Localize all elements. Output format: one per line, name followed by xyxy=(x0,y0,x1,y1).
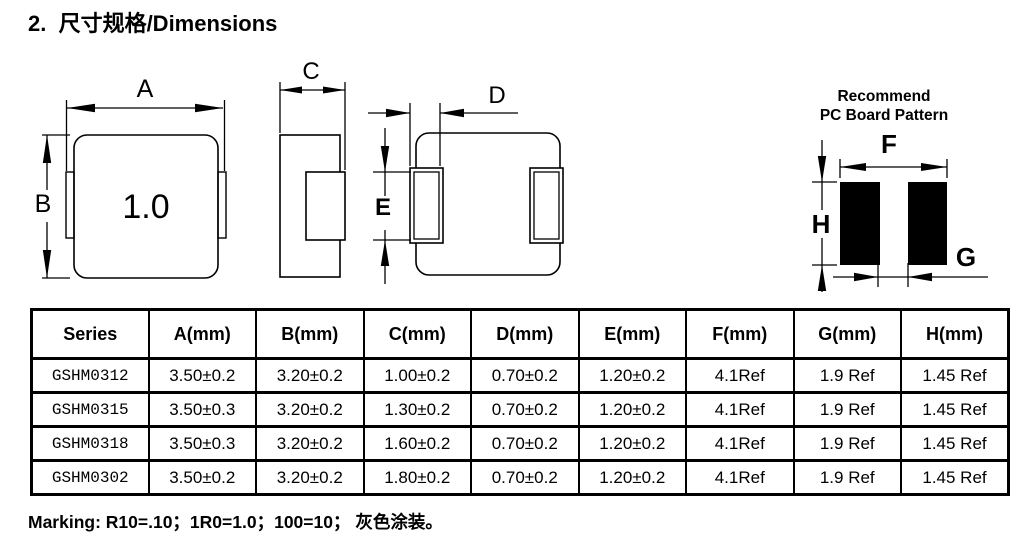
dim-f-cell: 4.1Ref xyxy=(685,425,795,462)
dim-d-cell: 0.70±0.2 xyxy=(470,357,580,394)
dim-e-cell: 1.20±0.2 xyxy=(577,391,687,428)
dim-h-cell: 1.45 Ref xyxy=(900,459,1010,496)
dim-h-cell: 1.45 Ref xyxy=(900,425,1010,462)
col-header-b: B(mm) xyxy=(255,308,365,360)
left-pad-inner-outline xyxy=(413,171,440,240)
dim-c-cell: 1.00±0.2 xyxy=(362,357,472,394)
col-header-d: D(mm) xyxy=(470,308,580,360)
table-row: GSHM0302 3.50±0.2 3.20±0.2 1.80±0.2 0.70… xyxy=(30,459,1010,496)
side-terminal xyxy=(305,171,346,241)
marking-note: Marking: R10=.10；1R0=1.0；100=10； 灰色涂装。 xyxy=(28,512,443,532)
dim-b-cell: 3.20±0.2 xyxy=(255,391,365,428)
dim-label-e: E xyxy=(375,194,391,221)
dim-g-cell: 1.9 Ref xyxy=(792,459,902,496)
dim-label-c: C xyxy=(302,58,319,85)
dim-g-cell: 1.9 Ref xyxy=(792,425,902,462)
series-cell: GSHM0315 xyxy=(30,391,150,428)
col-header-f: F(mm) xyxy=(685,308,795,360)
pcb-pattern-drawing: Recommend PC Board Pattern F xyxy=(812,88,988,292)
series-cell: GSHM0312 xyxy=(30,357,150,394)
dim-f-cell: 4.1Ref xyxy=(685,357,795,394)
dim-e-arrow xyxy=(373,128,411,284)
dim-d-cell: 0.70±0.2 xyxy=(470,425,580,462)
dim-c-arrow xyxy=(279,82,346,170)
side-view-drawing: C xyxy=(279,58,346,278)
dim-label-h: H xyxy=(812,209,831,239)
table-header-row: Series A(mm) B(mm) C(mm) D(mm) E(mm) F(m… xyxy=(30,308,1010,360)
left-pad-outline xyxy=(409,167,444,244)
dim-f-cell: 4.1Ref xyxy=(685,459,795,496)
dim-label-b: B xyxy=(35,190,52,218)
dim-h-cell: 1.45 Ref xyxy=(900,391,1010,428)
right-terminal-tab xyxy=(217,171,227,239)
dim-label-f: F xyxy=(881,129,897,159)
pcb-left-pad xyxy=(840,182,880,265)
table-row: GSHM0312 3.50±0.2 3.20±0.2 1.00±0.2 0.70… xyxy=(30,357,1010,394)
dim-a-cell: 3.50±0.3 xyxy=(147,425,257,462)
dim-g-cell: 1.9 Ref xyxy=(792,357,902,394)
dimensions-table: Series A(mm) B(mm) C(mm) D(mm) E(mm) F(m… xyxy=(30,308,1010,496)
dim-g-cell: 1.9 Ref xyxy=(792,391,902,428)
dim-f-cell: 4.1Ref xyxy=(685,391,795,428)
dim-b-cell: 3.20±0.2 xyxy=(255,357,365,394)
bottom-view-drawing: D E xyxy=(368,82,564,284)
col-header-h: H(mm) xyxy=(900,308,1010,360)
section-title: 2. 尺寸规格/Dimensions xyxy=(28,11,278,36)
series-cell: GSHM0302 xyxy=(30,459,150,496)
dim-e-cell: 1.20±0.2 xyxy=(577,459,687,496)
dim-e-cell: 1.20±0.2 xyxy=(577,425,687,462)
dim-label-a: A xyxy=(137,75,154,103)
dim-f-arrow xyxy=(839,159,948,178)
table-row: GSHM0315 3.50±0.3 3.20±0.2 1.30±0.2 0.70… xyxy=(30,391,1010,428)
dim-label-g: G xyxy=(956,242,976,272)
dim-label-d: D xyxy=(488,82,505,109)
col-header-series: Series xyxy=(30,308,150,360)
col-header-e: E(mm) xyxy=(577,308,687,360)
dim-b-cell: 3.20±0.2 xyxy=(255,425,365,462)
col-header-c: C(mm) xyxy=(362,308,472,360)
dim-d-arrow xyxy=(368,103,518,166)
right-pad-outline xyxy=(529,167,564,244)
dim-h-arrow xyxy=(812,140,837,292)
dim-b-arrow xyxy=(42,134,70,279)
dim-d-cell: 0.70±0.2 xyxy=(470,459,580,496)
col-header-a: A(mm) xyxy=(147,308,257,360)
dim-d-cell: 0.70±0.2 xyxy=(470,391,580,428)
pcb-pattern-title-line2: PC Board Pattern xyxy=(820,107,948,124)
dim-g-arrow xyxy=(833,263,988,287)
dim-c-cell: 1.80±0.2 xyxy=(362,459,472,496)
dim-a-cell: 3.50±0.2 xyxy=(147,459,257,496)
dim-b-cell: 3.20±0.2 xyxy=(255,459,365,496)
table-row: GSHM0318 3.50±0.3 3.20±0.2 1.60±0.2 0.70… xyxy=(30,425,1010,462)
col-header-g: G(mm) xyxy=(792,308,902,360)
part-marking-text: 1.0 xyxy=(122,188,169,226)
dim-c-cell: 1.30±0.2 xyxy=(362,391,472,428)
pcb-right-pad xyxy=(908,182,947,265)
dim-a-cell: 3.50±0.3 xyxy=(147,391,257,428)
dim-a-arrow xyxy=(65,100,226,171)
dim-a-cell: 3.50±0.2 xyxy=(147,357,257,394)
dimension-drawings: 1.0 A B xyxy=(35,58,988,292)
series-cell: GSHM0318 xyxy=(30,425,150,462)
pcb-pattern-title-line1: Recommend xyxy=(837,88,930,105)
dim-c-cell: 1.60±0.2 xyxy=(362,425,472,462)
left-terminal-tab xyxy=(65,171,75,239)
right-pad-inner-outline xyxy=(533,171,560,240)
dim-h-cell: 1.45 Ref xyxy=(900,357,1010,394)
dim-e-cell: 1.20±0.2 xyxy=(577,357,687,394)
top-view-drawing: 1.0 A B xyxy=(35,75,227,279)
